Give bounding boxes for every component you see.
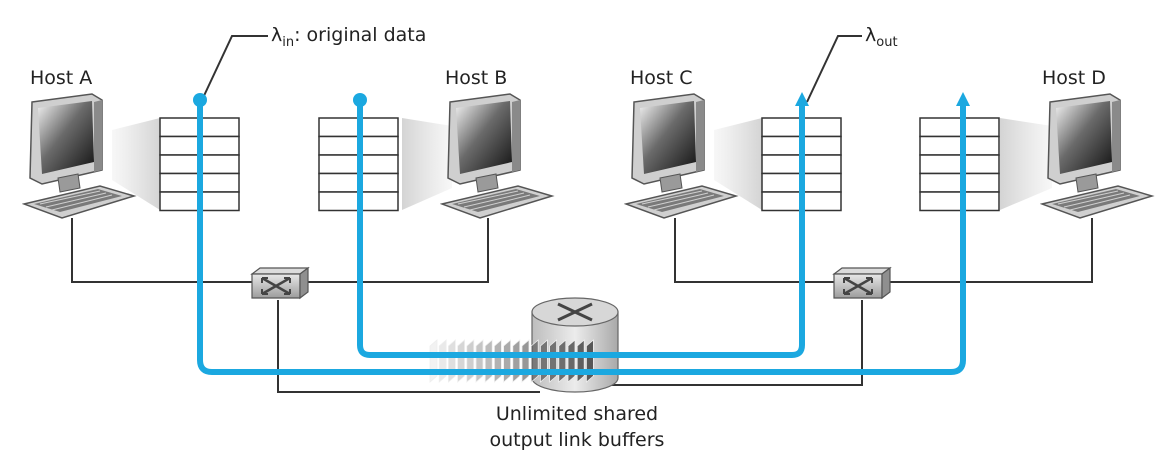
lambda-in-label: λin: original data bbox=[271, 24, 426, 50]
flow-source-dot bbox=[353, 93, 367, 107]
buffer-slot bbox=[919, 172, 1000, 193]
switch-icon bbox=[832, 266, 892, 300]
flow-arrowhead-icon bbox=[956, 92, 970, 106]
lambda-in-leader bbox=[201, 35, 268, 101]
host-b-label: Host B bbox=[445, 67, 507, 89]
flow-source-dot bbox=[193, 93, 207, 107]
flow-host-b-to-host-c bbox=[357, 100, 805, 358]
host-d: Host D bbox=[1000, 67, 1153, 219]
lambda-out-subscript: out bbox=[876, 35, 897, 50]
buffered-packet bbox=[521, 339, 530, 383]
buffered-packet bbox=[558, 339, 567, 383]
lambda-out-symbol: λ bbox=[865, 24, 876, 46]
wire-switch2-router bbox=[605, 300, 863, 386]
host-a-beam bbox=[112, 118, 160, 210]
wire-hostD-switch2 bbox=[889, 218, 1093, 283]
lambda-in-subscript: in bbox=[282, 35, 294, 50]
buffered-packet bbox=[484, 339, 493, 383]
host-c: Host C bbox=[625, 67, 762, 219]
lambda-out-label: λout bbox=[865, 24, 898, 50]
router-icon bbox=[557, 302, 593, 322]
lambda-in-symbol: λ bbox=[271, 24, 282, 46]
buffered-packet bbox=[586, 339, 594, 383]
lambda-in-description: : original data bbox=[294, 24, 426, 46]
wires bbox=[71, 35, 1093, 393]
buffered-packet bbox=[503, 339, 511, 383]
host-b-beam bbox=[402, 118, 452, 210]
wire-switch1-router bbox=[277, 300, 540, 393]
flow-host-a-to-host-d bbox=[197, 100, 966, 375]
buffer-slot bbox=[919, 191, 1000, 212]
buffer-slot bbox=[919, 117, 1000, 138]
computer-icon bbox=[1041, 93, 1153, 219]
computer-icon bbox=[441, 93, 553, 219]
shared-output-buffer-packets bbox=[429, 339, 594, 383]
buffered-packet bbox=[438, 339, 447, 383]
host-d-label: Host D bbox=[1042, 67, 1106, 89]
buffered-packet bbox=[530, 339, 539, 383]
buffer-slot bbox=[919, 135, 1000, 156]
switch-icon bbox=[250, 266, 310, 300]
buffered-packet bbox=[475, 339, 484, 383]
flows bbox=[197, 100, 966, 375]
host-buffers bbox=[159, 117, 1000, 212]
host-d-beam bbox=[1000, 118, 1052, 210]
host-a: Host A bbox=[23, 67, 160, 219]
buffered-packet bbox=[576, 339, 585, 383]
router-caption-line2: output link buffers bbox=[490, 429, 665, 451]
lambda-out-leader bbox=[806, 35, 862, 103]
host-c-label: Host C bbox=[630, 67, 693, 89]
router-caption-line1: Unlimited shared bbox=[496, 403, 658, 425]
buffered-packet bbox=[457, 339, 465, 383]
wire-hostA-switch1 bbox=[71, 218, 252, 283]
buffered-packet bbox=[448, 339, 456, 383]
buffer-slot bbox=[919, 154, 1000, 175]
host-b: Host B bbox=[402, 67, 553, 219]
buffered-packet bbox=[540, 339, 548, 383]
buffered-packet bbox=[429, 339, 438, 383]
buffered-packet bbox=[567, 339, 576, 383]
host-c-beam bbox=[714, 118, 762, 210]
buffered-packet bbox=[494, 339, 502, 383]
buffered-packet bbox=[549, 339, 557, 383]
buffered-packet bbox=[512, 339, 521, 383]
host-a-label: Host A bbox=[30, 67, 92, 89]
buffered-packet bbox=[466, 339, 475, 383]
wire-hostB-switch1 bbox=[305, 218, 489, 283]
wire-hostC-switch2 bbox=[674, 218, 835, 283]
flow-arrowhead-icon bbox=[795, 92, 809, 106]
